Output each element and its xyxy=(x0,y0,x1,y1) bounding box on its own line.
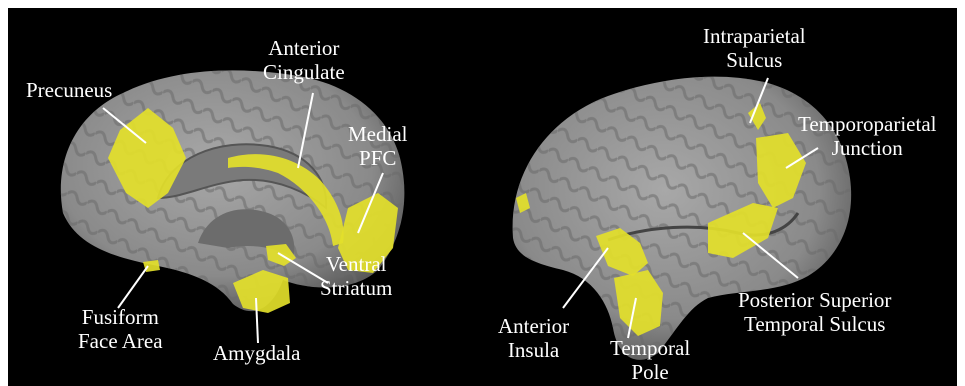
label-intraparietal-line1: Intraparietal xyxy=(703,24,806,48)
label-intraparietal-sulcus: Intraparietal Sulcus xyxy=(703,24,806,72)
label-anterior-cingulate: Anterior Cingulate xyxy=(263,36,345,84)
label-amygdala-text: Amygdala xyxy=(213,341,300,365)
label-anterior-insula: Anterior Insula xyxy=(498,314,569,362)
label-ventral-striatum-line2: Striatum xyxy=(320,276,392,300)
label-intraparietal-line2: Sulcus xyxy=(703,48,806,72)
label-anterior-insula-line2: Insula xyxy=(498,338,569,362)
label-ventral-striatum: Ventral Striatum xyxy=(320,252,392,300)
label-tpj-line2: Junction xyxy=(798,136,936,160)
label-amygdala: Amygdala xyxy=(213,341,300,365)
label-anterior-insula-line1: Anterior xyxy=(498,314,569,338)
label-precuneus-text: Precuneus xyxy=(26,78,112,102)
label-ventral-striatum-line1: Ventral xyxy=(320,252,392,276)
label-anterior-cingulate-line2: Cingulate xyxy=(263,60,345,84)
label-temporal-pole: Temporal Pole xyxy=(610,336,690,384)
label-psts-line2: Temporal Sulcus xyxy=(738,312,891,336)
label-precuneus: Precuneus xyxy=(26,78,112,102)
label-medial-pfc-line2: PFC xyxy=(348,146,407,170)
label-medial-pfc: Medial PFC xyxy=(348,122,407,170)
label-fusiform-line2: Face Area xyxy=(78,329,163,353)
label-fusiform-face-area: Fusiform Face Area xyxy=(78,305,163,353)
label-medial-pfc-line1: Medial xyxy=(348,122,407,146)
label-fusiform-line1: Fusiform xyxy=(78,305,163,329)
fusiform-leader xyxy=(118,266,148,308)
label-posterior-superior-temporal-sulcus: Posterior Superior Temporal Sulcus xyxy=(738,288,891,336)
label-temporal-pole-line1: Temporal xyxy=(610,336,690,360)
label-temporoparietal-junction: Temporoparietal Junction xyxy=(798,112,936,160)
label-psts-line1: Posterior Superior xyxy=(738,288,891,312)
label-tpj-line1: Temporoparietal xyxy=(798,112,936,136)
figure-background: Precuneus Anterior Cingulate Medial PFC … xyxy=(8,8,957,386)
label-temporal-pole-line2: Pole xyxy=(610,360,690,384)
label-anterior-cingulate-line1: Anterior xyxy=(263,36,345,60)
